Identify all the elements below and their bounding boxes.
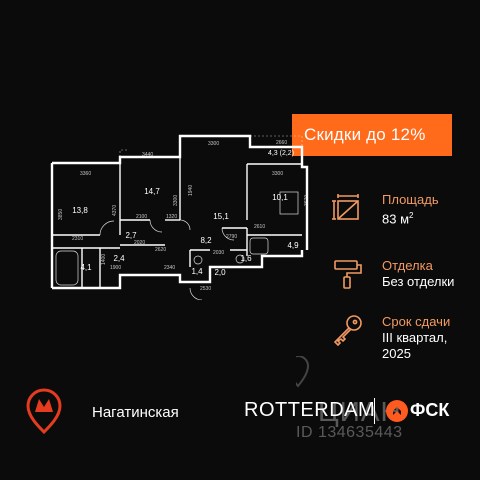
dimension-label: 3850 xyxy=(58,209,64,220)
dimension-label: 2660 xyxy=(276,140,287,146)
room-area: 4,3 (2,2) xyxy=(268,150,294,157)
project-logo: ROTTERDAM xyxy=(244,399,376,421)
discount-badge[interactable]: Скидки до 12% xyxy=(292,114,452,156)
dimension-label: 2100 xyxy=(136,214,147,220)
room-area: 1,6 xyxy=(240,254,252,263)
room-area: 10,1 xyxy=(272,193,288,202)
room-area: 13,8 xyxy=(72,206,88,215)
dimension-label: 2610 xyxy=(254,224,265,230)
ruler-frame-icon xyxy=(332,194,359,220)
watermark-id: ID 134635443 xyxy=(296,424,403,441)
room-area: 2,0 xyxy=(214,268,226,277)
deadline-value-line1: III квартал, xyxy=(382,330,448,345)
dimension-label: 2030 xyxy=(213,250,224,256)
room-area: 2,7 xyxy=(125,231,137,240)
dimension-label: 3670 xyxy=(304,195,310,206)
room-area: 15,1 xyxy=(213,212,229,221)
dimension-label: 2340 xyxy=(164,265,175,271)
dimension-label: 2790 xyxy=(226,234,237,240)
room-area: 14,7 xyxy=(144,187,160,196)
dimension-label: 4370 xyxy=(112,205,118,216)
room-area: 4,1 xyxy=(80,263,92,272)
dimension-label: 2310 xyxy=(72,236,83,242)
area-value: 83 м2 xyxy=(382,211,414,227)
dimension-label: 3360 xyxy=(80,171,91,177)
key-icon xyxy=(333,315,362,346)
developer-logo-text: ФСК xyxy=(410,400,450,420)
deadline-value-line2: 2025 xyxy=(382,346,411,361)
area-label: Площадь xyxy=(382,192,439,207)
deadline-label: Срок сдачи xyxy=(382,314,451,329)
dimension-label: 2020 xyxy=(134,240,145,246)
paint-roller-icon xyxy=(334,260,362,289)
dimension-label: 1900 xyxy=(110,265,121,271)
dimension-label: 3440 xyxy=(142,152,153,158)
discount-text: Скидки до 12% xyxy=(304,125,426,144)
room-area: 2,4 xyxy=(113,254,125,263)
dimension-label: 3300 xyxy=(208,141,219,147)
dimension-label: 1320 xyxy=(166,214,177,220)
dimension-label: 3300 xyxy=(272,171,283,177)
room-area: 1,4 xyxy=(191,267,203,276)
floor-plan-drawing: 13,8 14,7 15,1 10,1 4,3 (2,2) 8,2 2,7 4,… xyxy=(50,134,310,300)
floor-plan: 13,8 14,7 15,1 10,1 4,3 (2,2) 8,2 2,7 4,… xyxy=(40,120,320,300)
dimension-label: 3300 xyxy=(173,195,179,206)
finish-row: Отделка Без отделки xyxy=(332,258,454,290)
dimension-label: 1940 xyxy=(188,185,194,196)
cian-watermark-pin-icon xyxy=(296,356,310,388)
deadline-row: Срок сдачи III квартал, 2025 xyxy=(332,314,450,362)
fsk-logo-icon xyxy=(386,400,408,422)
dimension-label: 1400 xyxy=(101,254,107,265)
room-area: 4,9 xyxy=(287,241,299,250)
metro-station-name: Нагатинская xyxy=(92,404,179,421)
metro-pin-icon xyxy=(26,388,62,434)
finish-value: Без отделки xyxy=(382,274,455,289)
room-area: 8,2 xyxy=(200,236,212,245)
finish-label: Отделка xyxy=(382,258,433,273)
logo-divider xyxy=(374,398,375,424)
dimension-label: 2620 xyxy=(155,247,166,253)
area-row: Площадь 83 м2 xyxy=(332,192,439,227)
dimension-label: 2530 xyxy=(200,286,211,292)
